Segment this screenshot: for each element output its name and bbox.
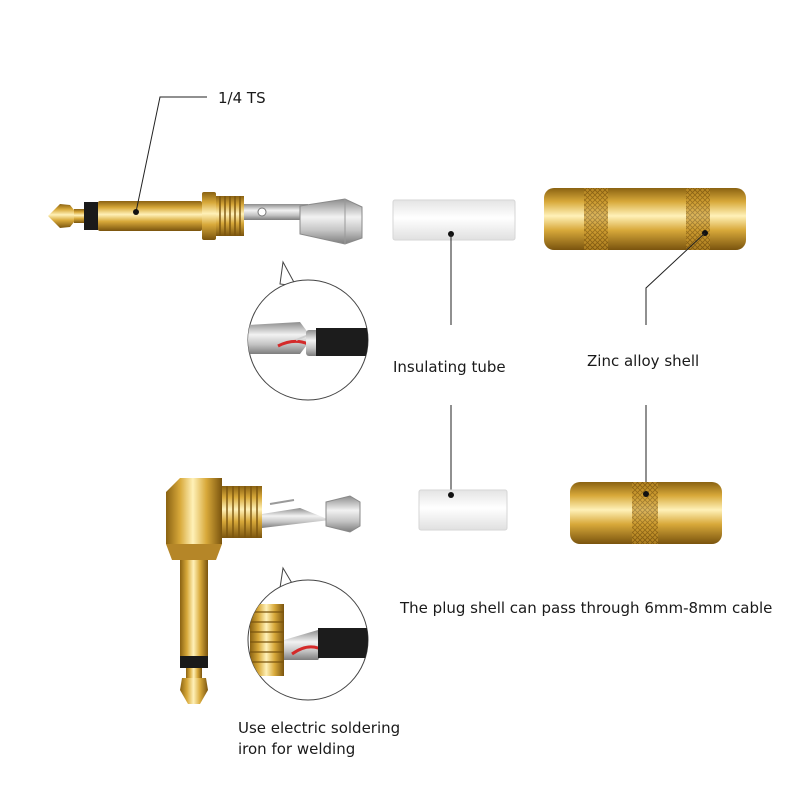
zinc-shell-small bbox=[570, 482, 722, 544]
straight-plug bbox=[48, 192, 363, 245]
right-angle-plug-head bbox=[166, 478, 222, 560]
label-1-4-ts: 1/4 TS bbox=[218, 89, 266, 107]
right-angle-plug-tip bbox=[180, 668, 208, 704]
insulating-tube-large bbox=[392, 199, 516, 241]
label-soldering-note: Use electric soldering iron for welding bbox=[238, 718, 400, 760]
insulating-tube-small bbox=[418, 489, 508, 531]
straight-plug-solder-terminal bbox=[244, 198, 363, 245]
shell-leader-dot-bottom bbox=[643, 491, 649, 497]
right-angle-plug bbox=[166, 478, 361, 704]
zinc-shell-large bbox=[544, 188, 746, 250]
label-cable-note: The plug shell can pass through 6mm-8mm … bbox=[400, 599, 773, 617]
right-angle-plug-solder-terminal bbox=[262, 495, 361, 533]
right-angle-plug-thread bbox=[222, 486, 262, 538]
shell-leader-line-top bbox=[645, 232, 706, 325]
solder-detail-bubble-bottom bbox=[247, 566, 369, 701]
ts-leader-dot bbox=[133, 209, 139, 215]
right-angle-plug-sleeve bbox=[180, 560, 208, 656]
label-soldering-line1: Use electric soldering bbox=[238, 719, 401, 737]
straight-plug-sleeve bbox=[98, 201, 202, 231]
straight-plug-tip bbox=[48, 204, 84, 228]
right-angle-plug-black-ring bbox=[180, 656, 208, 668]
label-zinc-alloy-shell: Zinc alloy shell bbox=[587, 352, 700, 370]
solder-detail-bubble-top bbox=[247, 260, 369, 401]
ts-leader-line bbox=[135, 96, 207, 213]
label-soldering-line2: iron for welding bbox=[238, 740, 356, 758]
label-insulating-tube: Insulating tube bbox=[393, 358, 506, 376]
straight-plug-thread bbox=[202, 192, 244, 240]
tube-leader-dot-bottom bbox=[448, 492, 454, 498]
straight-plug-black-ring bbox=[84, 202, 98, 230]
